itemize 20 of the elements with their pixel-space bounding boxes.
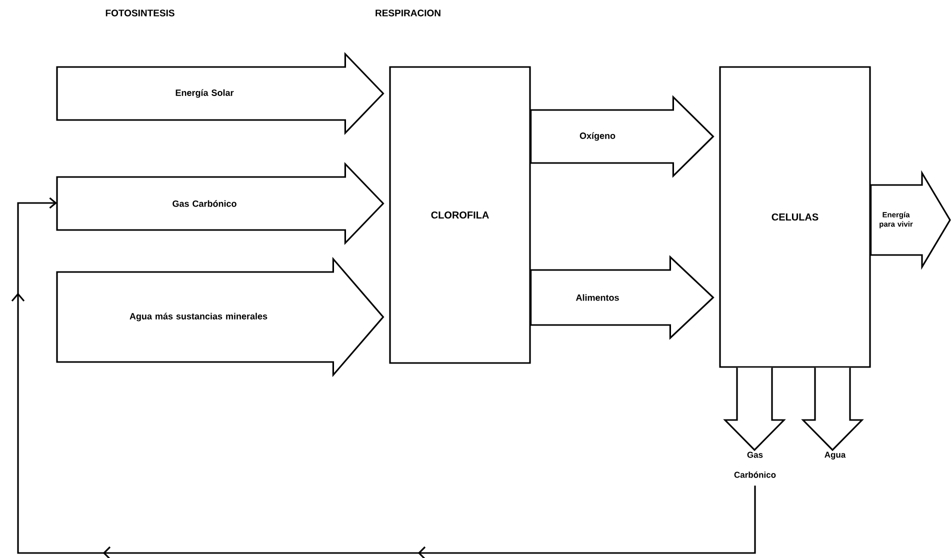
- edge-label: Gas Carbónico: [172, 200, 236, 207]
- block-arrow: [870, 170, 951, 270]
- block-arrow: [530, 95, 714, 178]
- block-arrow: [56, 52, 384, 135]
- edge-label: Alimentos: [576, 294, 619, 301]
- edge-label: Energía Solar: [176, 89, 234, 98]
- output-text: Gas Carbónico: [734, 452, 776, 478]
- edge-label: Agua más sustancias minerales: [130, 312, 268, 322]
- section-title: FOTOSINTESIS: [106, 10, 174, 16]
- process-box: CELULAS: [719, 66, 871, 368]
- edge-label: Oxígeno: [580, 132, 616, 141]
- block-arrow: [56, 162, 384, 245]
- process-box: CLOROFILA: [389, 66, 531, 364]
- block-arrow: [723, 367, 786, 452]
- block-arrow: [530, 255, 714, 340]
- section-title: RESPIRACION: [376, 10, 440, 16]
- block-arrow: [801, 367, 864, 452]
- block-arrow: [56, 256, 384, 378]
- output-text: Agua: [824, 452, 846, 460]
- feedback-arrow: [11, 197, 756, 558]
